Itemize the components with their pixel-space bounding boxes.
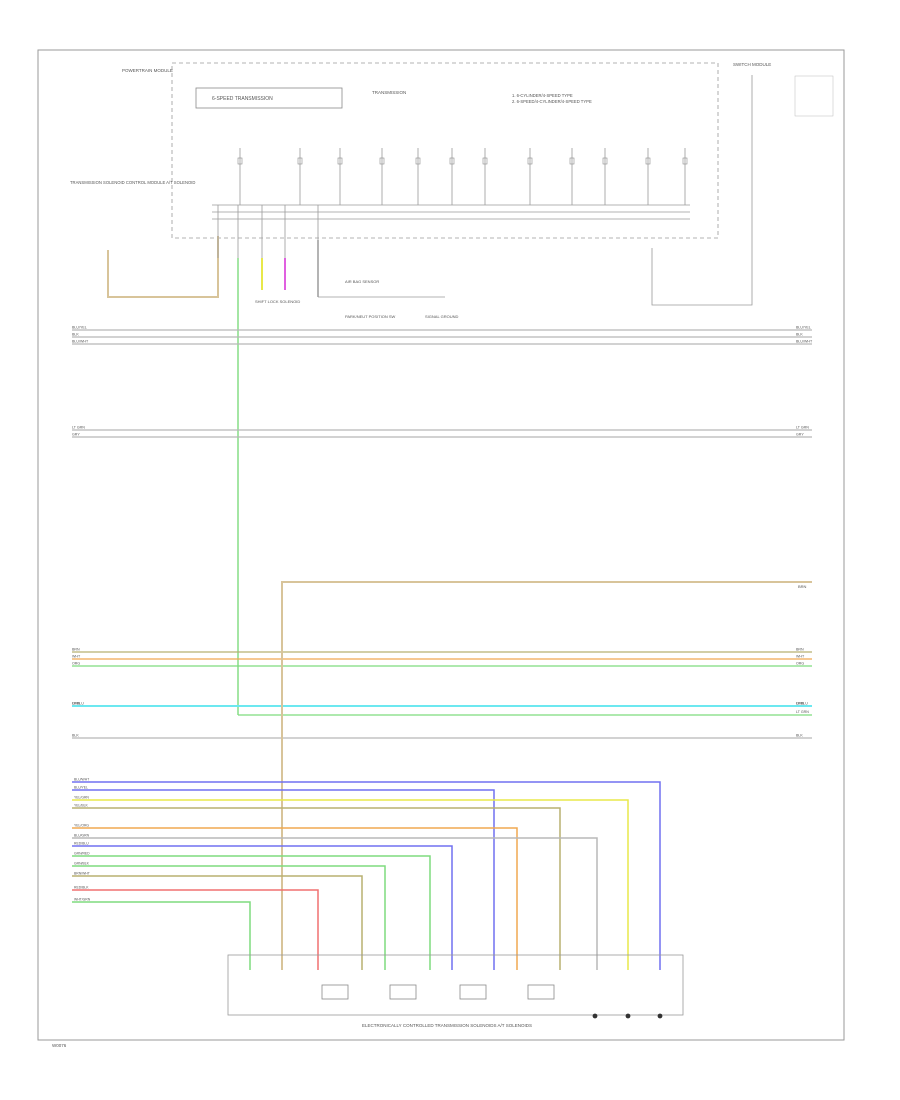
harness-label-9: BRN/WHT bbox=[74, 872, 90, 876]
solenoid-2 bbox=[459, 984, 487, 1000]
harness-wire-11 bbox=[72, 901, 251, 970]
ground-point-0 bbox=[592, 1013, 598, 1019]
bus-left-label-8: GRN bbox=[72, 702, 80, 706]
bus-right-label-2: BLU/WHT bbox=[796, 340, 813, 344]
module-drop-lines bbox=[217, 148, 688, 258]
solenoid-0 bbox=[321, 984, 349, 1000]
harness-label-2: YEL/GRN bbox=[74, 796, 89, 800]
tan-feed-wire bbox=[281, 581, 812, 970]
bus-rows: BLU/YEL BLU/YEL BLK BLK BLU/WHT BLU/WHT LT GRN… bbox=[72, 326, 813, 739]
harness-label-4: YEL/ORG bbox=[74, 824, 89, 828]
solenoid-1 bbox=[389, 984, 417, 1000]
module-tap-2 bbox=[337, 157, 343, 165]
ground-point-1 bbox=[625, 1013, 631, 1019]
bus-left-label-0: BLU/YEL bbox=[72, 326, 87, 330]
bus-right-label-9: LT BLU bbox=[796, 702, 808, 706]
transmission-box-label: 6-SPEED TRANSMISSION bbox=[212, 96, 273, 102]
bus-left-label-3: LT GRN bbox=[72, 426, 85, 430]
harness-wire-5 bbox=[72, 837, 598, 970]
harness-wire-8 bbox=[72, 865, 386, 970]
module-tap-4 bbox=[415, 157, 421, 165]
module-tap-3 bbox=[379, 157, 385, 165]
bus-left-label-5: BRN bbox=[72, 648, 80, 652]
bus-left-label-1: BLK bbox=[72, 333, 79, 337]
harness-label-11: WHT/GRN bbox=[74, 898, 91, 902]
bus-right-label-8: GRN bbox=[796, 702, 804, 706]
module-tap-6 bbox=[482, 157, 488, 165]
bus-right-label-4: GRY bbox=[796, 433, 804, 437]
bus-right-label-7: ORG bbox=[796, 662, 804, 666]
harness-wire-0 bbox=[72, 781, 661, 970]
harness-wire-2 bbox=[72, 799, 629, 970]
bus-left-label-9: LT BLU bbox=[72, 702, 84, 706]
module-tap-9 bbox=[602, 157, 608, 165]
transmission-box bbox=[195, 87, 343, 109]
module-tap-11 bbox=[682, 157, 688, 165]
diagram-frame bbox=[37, 49, 845, 1041]
solenoid-3 bbox=[527, 984, 555, 1000]
note-2: 2. 6-SPEED/4-CYLINDER/4-SPEED TYPE bbox=[512, 99, 592, 104]
harness-wire-6 bbox=[72, 845, 453, 970]
bus-left-label-6: WHT bbox=[72, 655, 81, 659]
sensor-label-4: SIGNAL GROUND bbox=[425, 314, 459, 319]
bus-right-label-3: LT GRN bbox=[796, 426, 809, 430]
module-tap-1 bbox=[297, 157, 303, 165]
module-outline bbox=[171, 62, 719, 239]
bus-left-label-11: BLK bbox=[72, 734, 79, 738]
harness-label-1: BLU/YEL bbox=[74, 786, 88, 790]
transmission-sub-label: TRANSMISSION bbox=[372, 90, 406, 95]
bus-left-label-4: GRY bbox=[72, 433, 80, 437]
module-tap-7 bbox=[527, 157, 533, 165]
harness-label-3: YEL/BLK bbox=[74, 804, 88, 808]
note-1: 1. 6-CYLINDER/4-SPEED TYPE bbox=[512, 93, 573, 98]
footer-caption-1: ELECTRONICALLY CONTROLLED TRANSMISSION S… bbox=[362, 1023, 532, 1028]
bus-right-label-10: LT GRN bbox=[796, 710, 809, 714]
bus-right-label-6: WHT bbox=[796, 655, 805, 659]
sensor-label-1: SHIFT LOCK SOLENOID bbox=[255, 299, 300, 304]
harness-wire-4 bbox=[72, 827, 518, 970]
tan-feed-label: BRN bbox=[798, 584, 807, 589]
solenoid-harness: BLU/WHT BLU/YEL YEL/GRN YEL/BLK YEL/ORG BLU/G… bbox=[72, 778, 661, 970]
harness-label-10: RED/BLK bbox=[74, 886, 89, 890]
tan-wire-left bbox=[107, 236, 219, 298]
harness-label-5: BLU/GRN bbox=[74, 834, 90, 838]
bus-right-label-1: BLK bbox=[796, 333, 803, 337]
bus-right-label-0: BLU/YEL bbox=[796, 326, 811, 330]
right-info-box bbox=[794, 75, 834, 117]
switch-module-wire bbox=[651, 75, 753, 306]
module-tap-8 bbox=[569, 157, 575, 165]
page-code: W0076 bbox=[52, 1043, 67, 1048]
bus-right-label-5: BRN bbox=[796, 648, 804, 652]
harness-label-8: GRN/BLK bbox=[74, 862, 90, 866]
solenoid-block bbox=[227, 954, 684, 1016]
harness-wire-3 bbox=[72, 807, 561, 970]
bus-left-label-2: BLU/WHT bbox=[72, 340, 89, 344]
module-tap-10 bbox=[645, 157, 651, 165]
harness-wire-9 bbox=[72, 875, 363, 970]
module-tap-5 bbox=[449, 157, 455, 165]
harness-wire-1 bbox=[72, 789, 495, 970]
sensor-label-2: AIR BAG SENSOR bbox=[345, 279, 379, 284]
right-component-label: SWITCH MODULE bbox=[733, 62, 771, 67]
solenoid-icons bbox=[321, 984, 663, 1019]
harness-label-0: BLU/WHT bbox=[74, 778, 89, 782]
ground-point-2 bbox=[657, 1013, 663, 1019]
sensor-label-3: PARK/NEUT POSITION SW bbox=[345, 314, 396, 319]
module-tap-0 bbox=[237, 157, 243, 165]
harness-label-6: RED/BLU bbox=[74, 842, 89, 846]
bus-right-label-11: BLK bbox=[796, 734, 803, 738]
harness-wire-7 bbox=[72, 855, 431, 970]
harness-wire-10 bbox=[72, 889, 319, 970]
module-name: POWERTRAIN MODULE bbox=[122, 68, 173, 73]
bus-left-label-7: ORG bbox=[72, 662, 80, 666]
left-component-label: TRANSMISSION SOLENOID CONTROL MODULE A/T… bbox=[70, 180, 195, 185]
harness-label-7: GRN/RED bbox=[74, 852, 90, 856]
